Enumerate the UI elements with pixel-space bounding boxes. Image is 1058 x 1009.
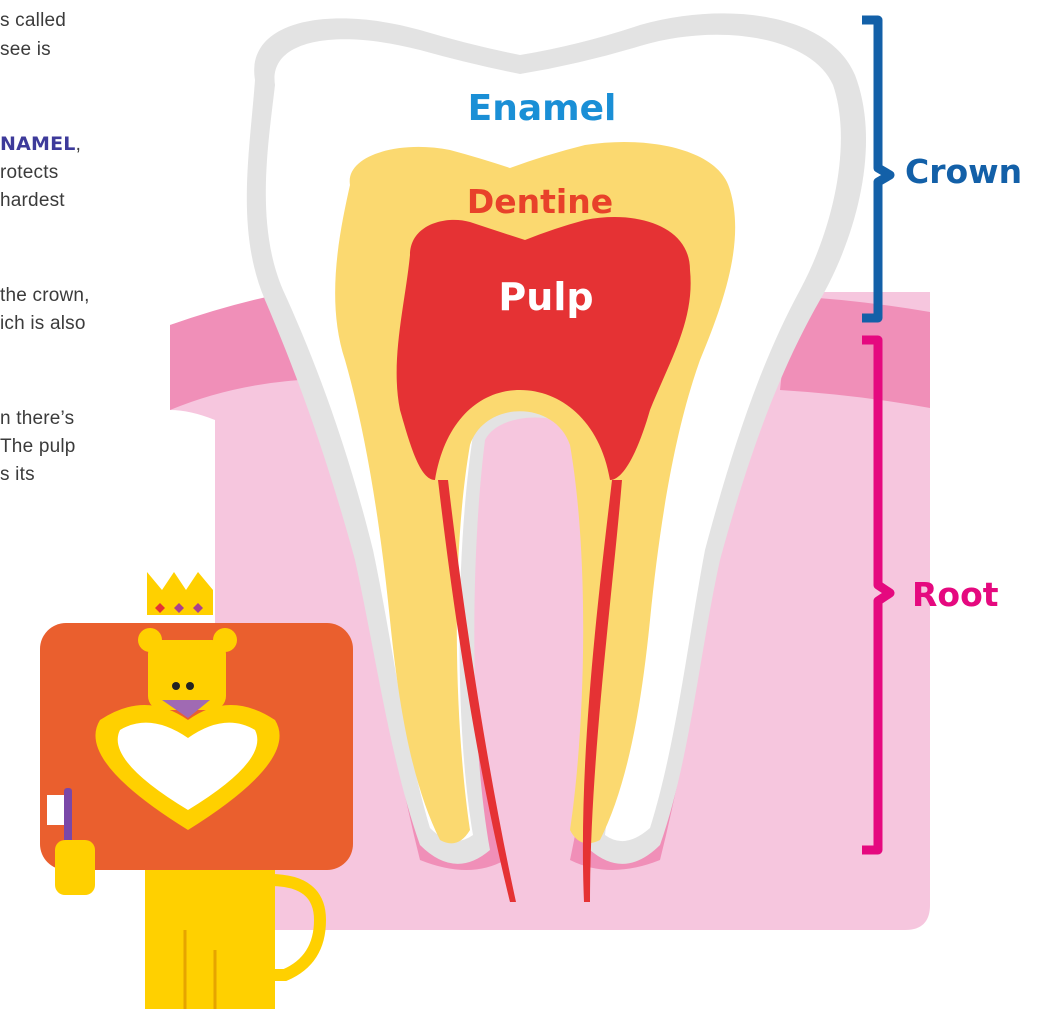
crown-bracket — [862, 20, 890, 318]
root-label: Root — [912, 575, 999, 614]
crown-label: Crown — [905, 152, 1022, 191]
pulp-label: Pulp — [498, 275, 593, 319]
dentine-label: Dentine — [467, 182, 613, 221]
character-illustration — [40, 572, 353, 1009]
enamel-label: Enamel — [468, 88, 617, 129]
